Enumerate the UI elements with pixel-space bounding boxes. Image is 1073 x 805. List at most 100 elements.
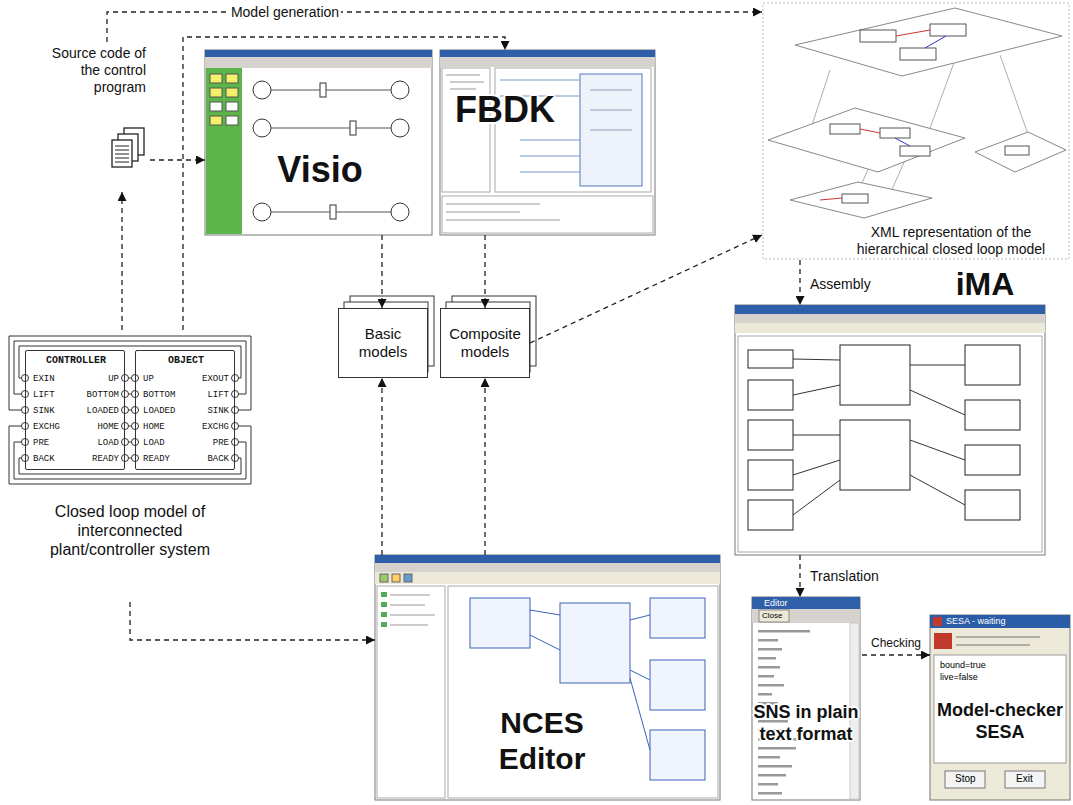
source-code-icon (115, 162, 129, 163)
sesa-screenshot: Model-checker SESA (930, 615, 1070, 800)
closed-loop-figure: Closed loop model of interconnected plan… (2, 330, 258, 602)
button-label: Stop (955, 773, 976, 785)
pin-name: EXCHG (185, 422, 229, 433)
sesa-window (933, 617, 942, 626)
text-line-mark (758, 765, 792, 768)
xml-model-view (880, 128, 910, 138)
pin-name: LOADED (143, 406, 187, 417)
fbdk-window (500, 80, 580, 81)
pin-name: PRE (33, 438, 77, 449)
fbdk-window (446, 75, 480, 76)
nces-window (650, 660, 705, 710)
sns-editor-window (752, 597, 860, 609)
visio-window (330, 205, 336, 219)
visio-window (253, 81, 271, 99)
visio-window (253, 119, 271, 137)
xml-model-view (820, 198, 842, 200)
source-code-icon (112, 128, 144, 167)
tool-name: iMA (935, 265, 1035, 303)
flow-arrow (484, 378, 485, 555)
nces-window (380, 574, 388, 582)
pin-name: BACK (33, 454, 77, 465)
ima-window (735, 305, 1045, 555)
model-stack: Basic models (338, 308, 428, 378)
xml-model-view (930, 60, 955, 128)
source-code-icon (115, 158, 129, 159)
nces-window (650, 598, 705, 638)
ima-window (735, 323, 1045, 333)
model-stack: Composite models (440, 308, 530, 378)
source-code-icon (115, 150, 129, 151)
xml-model-view (930, 24, 966, 36)
ima-window (748, 460, 793, 490)
nces-screenshot: NCES Editor (375, 555, 720, 800)
pin-circle (232, 455, 239, 462)
xml-model-view (900, 48, 936, 60)
nces-window (530, 610, 560, 615)
flow-arrow (799, 260, 800, 305)
pin-name: HOME (75, 422, 119, 433)
sesa-window (956, 645, 1030, 646)
nces-window (392, 574, 400, 582)
visio-window (206, 68, 242, 234)
text-line-mark (758, 756, 780, 759)
object-block: OBJECTUPBOTTOMLOADEDHOMELOADREADYEXOUTLI… (135, 350, 235, 470)
nces-window (377, 586, 445, 798)
tool-name: Visio (245, 148, 395, 191)
nces-window (381, 592, 387, 597)
pin-name: READY (143, 454, 187, 465)
xml-model-view (1000, 55, 1030, 140)
nces-window (470, 598, 530, 648)
flow-arrow (484, 235, 485, 308)
fbdk-window (440, 50, 655, 235)
source-code-icon (112, 140, 132, 167)
sns-editor-window (759, 610, 789, 622)
ima-window (748, 420, 793, 450)
xml-model-view (795, 8, 1062, 76)
text-line-mark (758, 657, 776, 660)
fbdk-window (520, 140, 580, 141)
ima-window (965, 400, 1020, 430)
nces-window (448, 586, 718, 798)
pin-name: READY (75, 454, 119, 465)
nces-window (375, 555, 720, 800)
pin-name: LOAD (75, 438, 119, 449)
fbdk-window (590, 130, 632, 131)
visio-window (226, 88, 238, 97)
nces-window (381, 612, 387, 617)
status-text: bound=true (940, 660, 986, 670)
pin-circle (122, 407, 129, 414)
visio-window (226, 116, 238, 125)
visio-window (205, 50, 432, 235)
fbdk-window (520, 156, 580, 157)
flow-arrow (530, 235, 762, 343)
pin-circle (232, 423, 239, 430)
step-label: Translation (808, 568, 881, 584)
xml-model-view (860, 129, 880, 133)
pin-circle (122, 375, 129, 382)
ima-window (793, 385, 840, 395)
sesa-window (934, 633, 952, 649)
visio-window (210, 116, 222, 125)
visio-window (391, 203, 409, 221)
ima-window (910, 390, 965, 415)
visio-window (350, 121, 356, 135)
pin-name: UP (75, 374, 119, 385)
sns-editor-window (752, 609, 860, 623)
flow-arrow (183, 37, 505, 330)
xml-model-view (790, 182, 932, 218)
visio-window (326, 90, 391, 91)
visio-window (205, 50, 432, 57)
node-caption: Source code of the control program (46, 45, 146, 95)
visio-window (205, 50, 432, 235)
fbdk-screenshot: FBDK (440, 50, 655, 235)
nces-window (530, 635, 560, 650)
visio-window (336, 212, 391, 213)
xml-model-view (895, 138, 910, 146)
visio-window (210, 88, 222, 97)
pin-circle (232, 439, 239, 446)
status-text: live=false (940, 672, 978, 682)
ima-window (748, 380, 793, 410)
xml-model-view (842, 194, 868, 203)
ima-window (735, 305, 1045, 314)
